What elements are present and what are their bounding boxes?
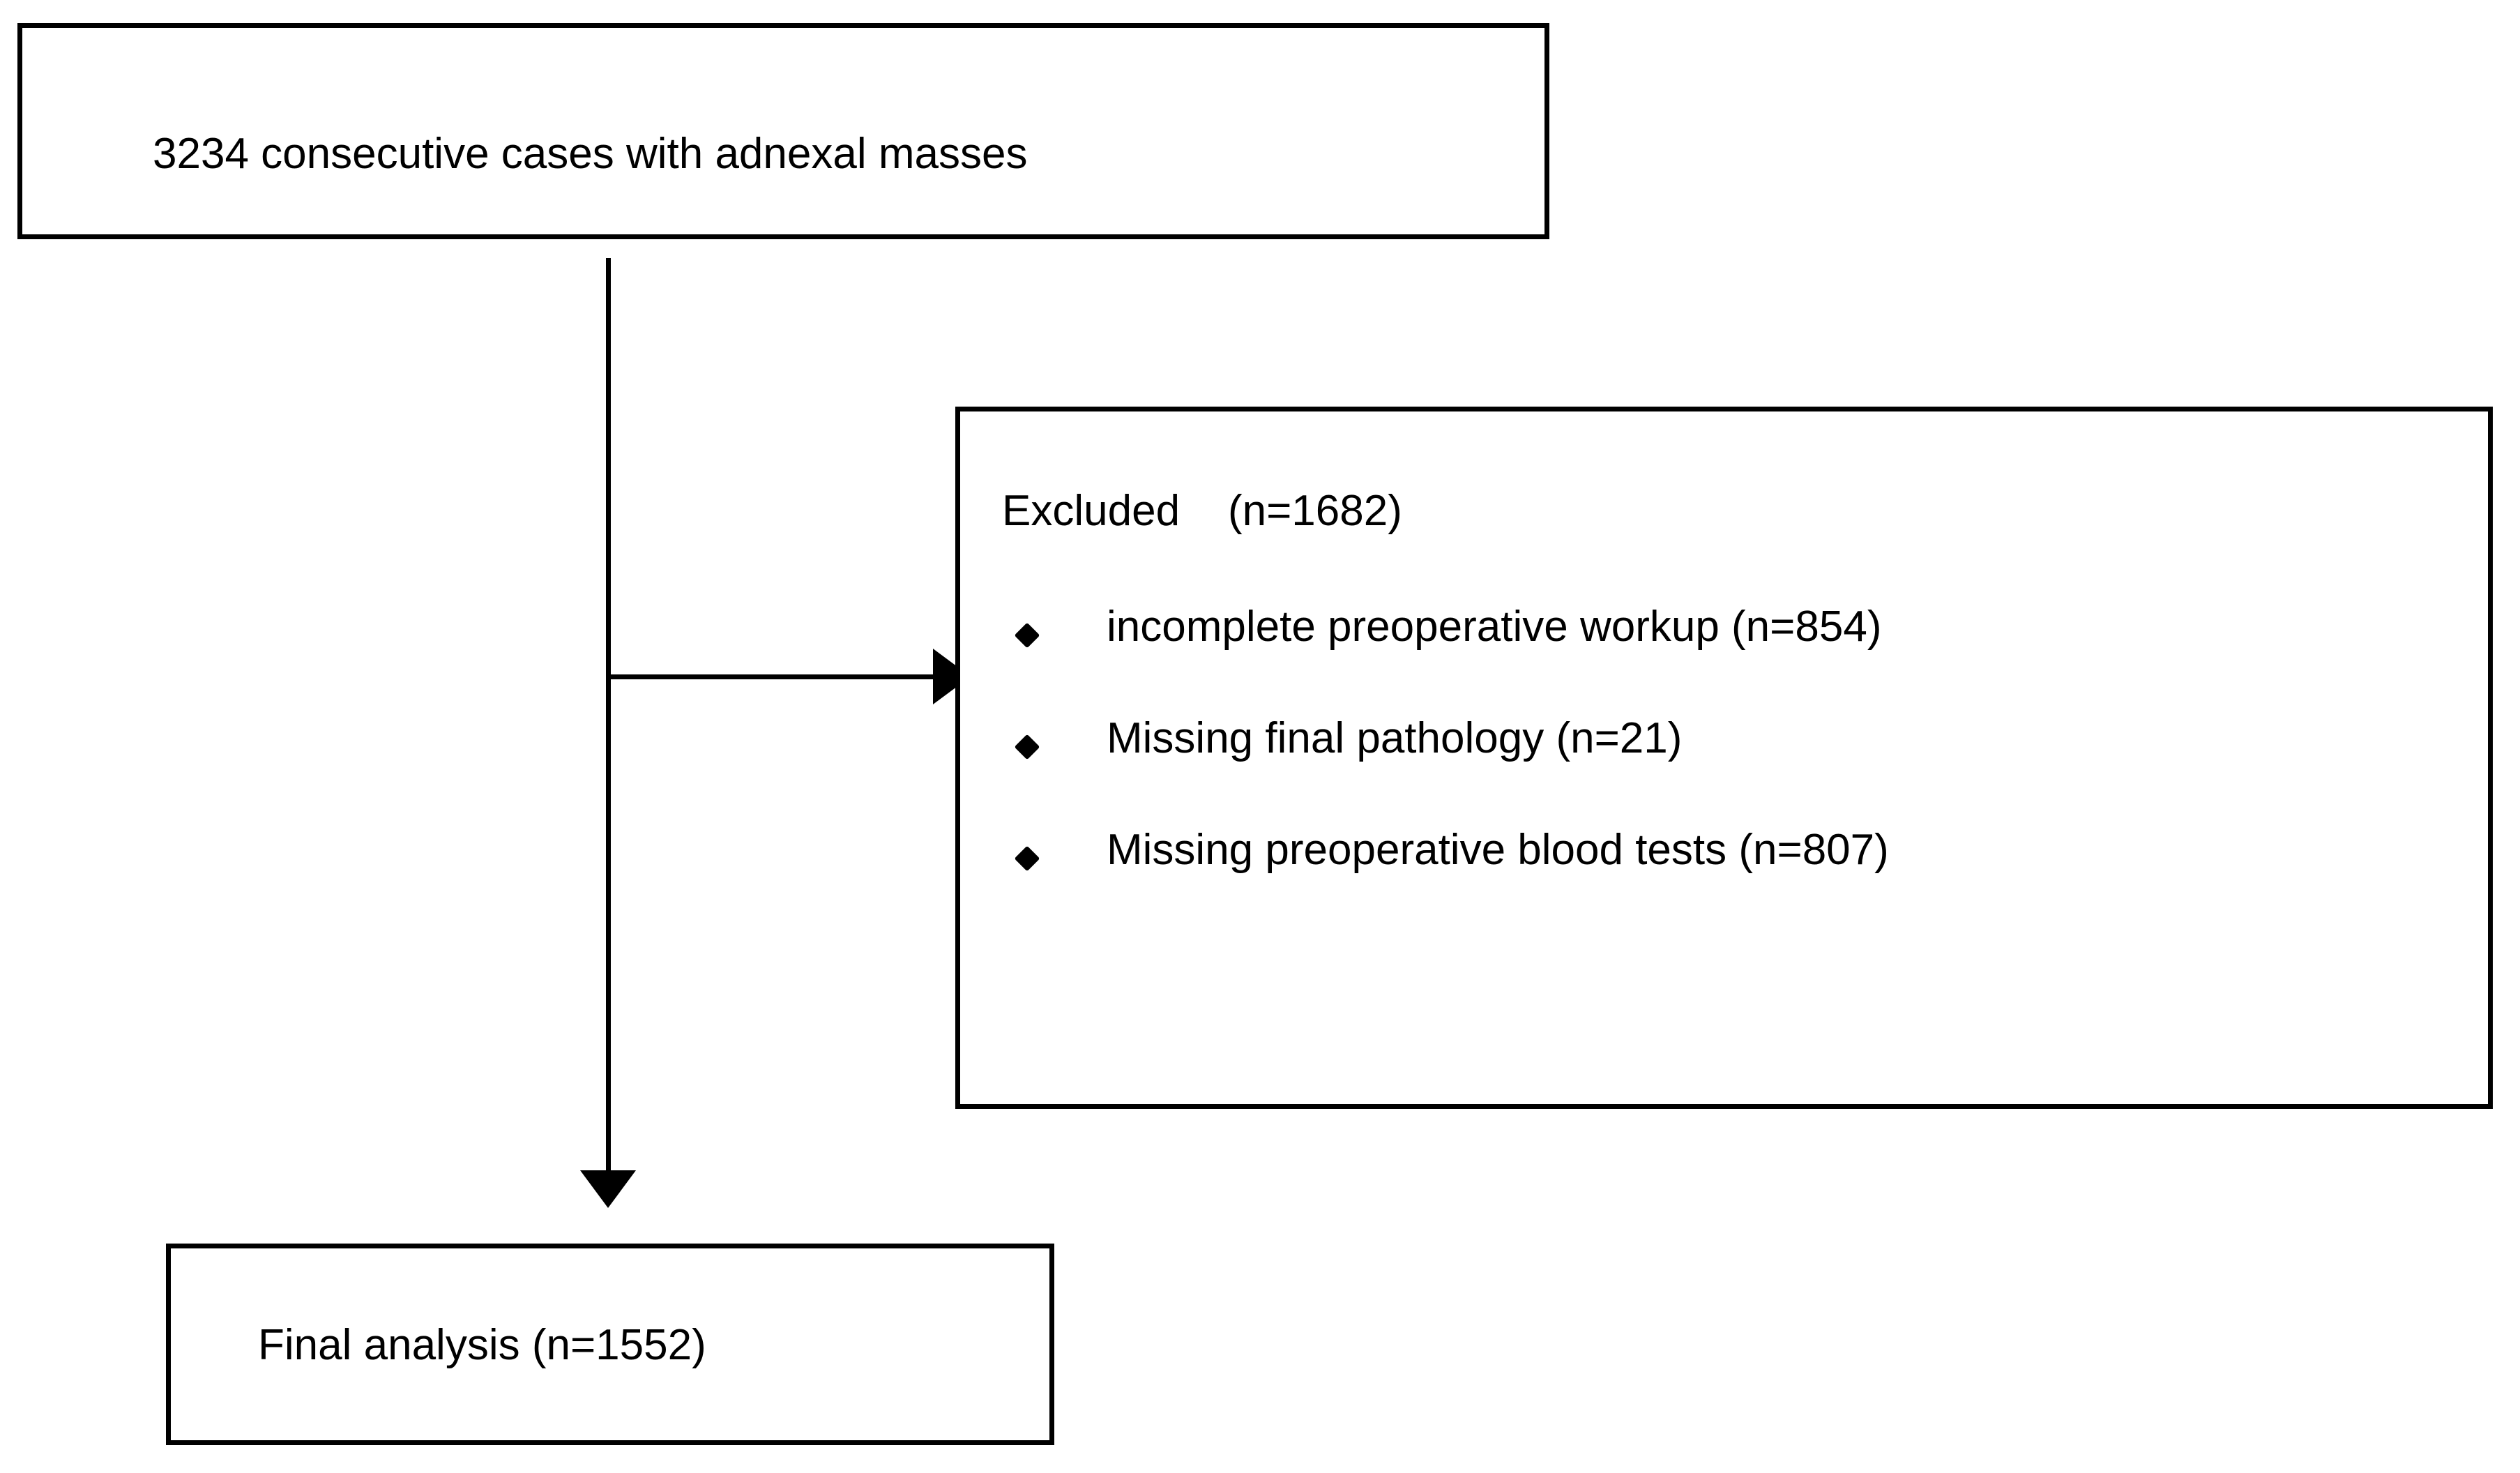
diamond-bullet-icon <box>1014 622 1040 649</box>
final-analysis-label: Final analysis (n=1552) <box>258 1321 706 1369</box>
trunk-vertical-line <box>606 258 611 1186</box>
source-cohort-label: 3234 consecutive cases with adnexal mass… <box>153 130 1028 178</box>
source-cohort-box: 3234 consecutive cases with adnexal mass… <box>17 23 1549 239</box>
list-item: Missing preoperative blood tests (n=807) <box>1002 822 2452 933</box>
diamond-bullet-icon <box>1014 845 1040 872</box>
excluded-reason-label: Missing preoperative blood tests (n=807) <box>1107 826 1889 874</box>
excluded-heading-label: Excluded (n=1682) <box>1002 487 1402 535</box>
excluded-reason-list: incomplete preoperative workup (n=854) M… <box>1002 598 2452 933</box>
list-item: Missing final pathology (n=21) <box>1002 710 2452 822</box>
final-analysis-box: Final analysis (n=1552) <box>166 1244 1054 1445</box>
excluded-reason-label: incomplete preoperative workup (n=854) <box>1107 603 1882 651</box>
arrowhead-down-icon <box>580 1170 636 1208</box>
excluded-box: Excluded (n=1682) incomplete preoperativ… <box>955 407 2493 1109</box>
excluded-reason-label: Missing final pathology (n=21) <box>1107 714 1683 762</box>
branch-horizontal-line <box>608 674 965 679</box>
diamond-bullet-icon <box>1014 734 1040 760</box>
list-item: incomplete preoperative workup (n=854) <box>1002 598 2452 710</box>
